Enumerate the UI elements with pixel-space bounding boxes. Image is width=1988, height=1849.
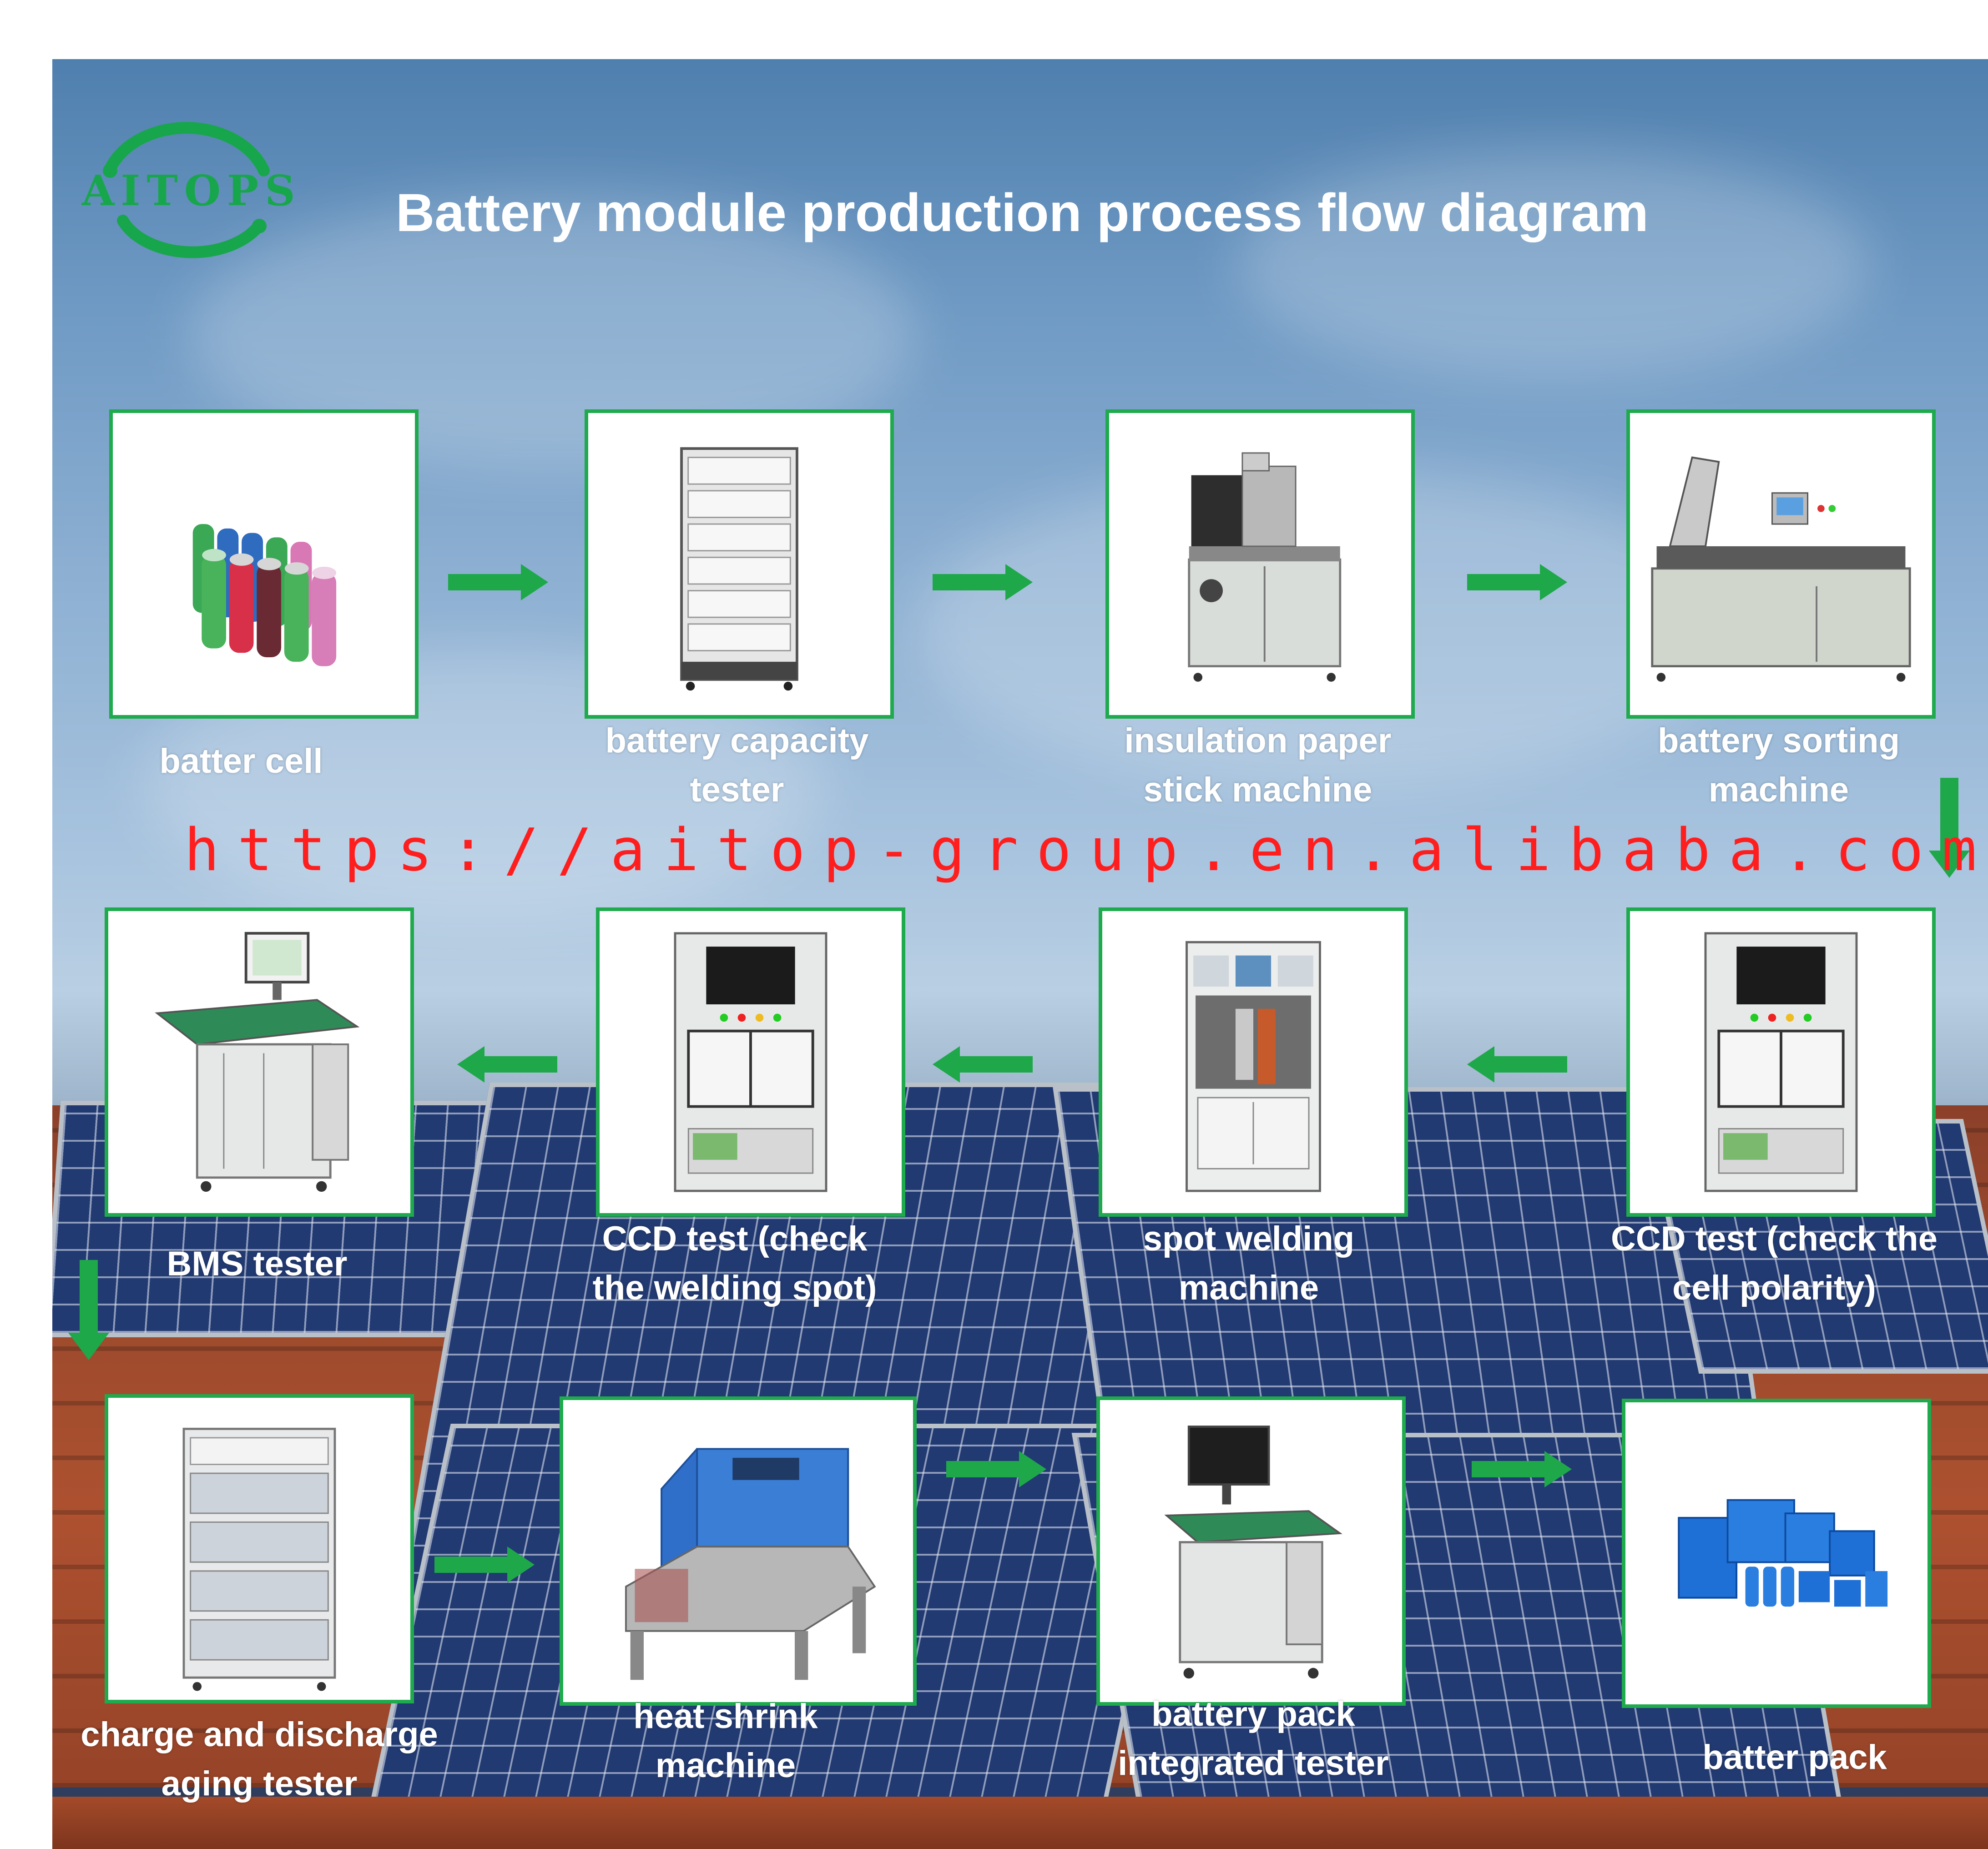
arrow-down-right (1929, 778, 1970, 878)
arrow-down-icon (1929, 778, 1970, 878)
ccd-tester-icon (1704, 932, 1858, 1192)
label-ccd-test-welding: CCD test (check the welding spot) (592, 1219, 877, 1307)
arrow-right-icon (1472, 1451, 1572, 1487)
alibaba-url[interactable]: https://aitop-group.en.alibaba.com/ (184, 816, 1988, 884)
arrow-left-3 (457, 1046, 557, 1083)
arrow-left-2 (933, 1046, 1033, 1083)
arrow-left-icon (1467, 1046, 1567, 1083)
arrow-right-icon (946, 1451, 1046, 1487)
label-ccd-test-polarity: CCD test (check the cell polarity) (1611, 1219, 1938, 1307)
arrow-right-6 (1472, 1451, 1572, 1487)
logo-text: AITOPS (82, 166, 302, 215)
battery-cells-icon (192, 524, 337, 666)
sorting-machine-icon (1651, 456, 1911, 682)
battery-packs-icon (1678, 1499, 1888, 1607)
arrow-right-icon (434, 1547, 535, 1583)
page-title: Battery module production process flow d… (396, 183, 1649, 243)
label-spot-welding-machine: spot welding machine (1143, 1219, 1355, 1307)
arrow-left-icon (457, 1046, 557, 1083)
label-battery-sorting-machine: battery sorting machine (1657, 721, 1900, 809)
arrow-down-icon (68, 1260, 109, 1360)
arrow-left-1 (1467, 1046, 1567, 1083)
step-batter-pack (1622, 1399, 1931, 1708)
step-batter-cell (109, 409, 419, 719)
step-pack-integrated-tester (1096, 1396, 1406, 1706)
step-bms-tester (105, 907, 414, 1217)
spot-welder-icon (1186, 941, 1321, 1192)
bms-tester-icon (155, 932, 360, 1192)
heat-shrink-icon (625, 1448, 876, 1680)
label-insulation-paper-stick-machine: insulation paper stick machine (1124, 721, 1392, 809)
arrow-right-icon (933, 564, 1033, 600)
step-ccd-test-polarity (1626, 907, 1936, 1217)
label-batter-cell: batter cell (159, 742, 323, 781)
step-aging-tester (105, 1394, 414, 1703)
aging-tester-icon (182, 1427, 336, 1691)
logo-swoosh-icon (103, 122, 270, 258)
step-battery-capacity-tester (585, 409, 894, 719)
pack-tester-icon (1164, 1426, 1342, 1679)
step-heat-shrink-machine (560, 1396, 917, 1706)
label-aging-tester: charge and discharge aging tester (81, 1715, 438, 1803)
arrow-left-icon (933, 1046, 1033, 1083)
ccd-tester-icon (674, 932, 827, 1192)
arrow-right-3 (1467, 564, 1567, 600)
arrow-right-1 (448, 564, 548, 600)
label-heat-shrink-machine: heat shrink machine (633, 1697, 818, 1785)
label-battery-capacity-tester: battery capacity tester (605, 721, 869, 809)
arrow-right-4 (434, 1547, 535, 1583)
step-spot-welding-machine (1099, 907, 1408, 1217)
arrow-right-icon (448, 564, 548, 600)
arrow-right-2 (933, 564, 1033, 600)
arrow-right-5 (946, 1451, 1046, 1487)
step-battery-sorting-machine (1626, 409, 1936, 719)
step-ccd-test-welding (596, 907, 905, 1217)
label-pack-integrated-tester: battery pack integrated tester (1118, 1695, 1389, 1783)
insulation-machine-icon (1188, 452, 1342, 682)
arrow-down-left (68, 1260, 109, 1360)
label-batter-pack: batter pack (1702, 1738, 1887, 1777)
aitops-logo: AITOPS (82, 102, 302, 280)
arrow-right-icon (1467, 564, 1567, 600)
step-insulation-paper-stick-machine (1105, 409, 1415, 719)
label-bms-tester: BMS tester (167, 1244, 348, 1283)
capacity-tester-icon (680, 447, 798, 691)
